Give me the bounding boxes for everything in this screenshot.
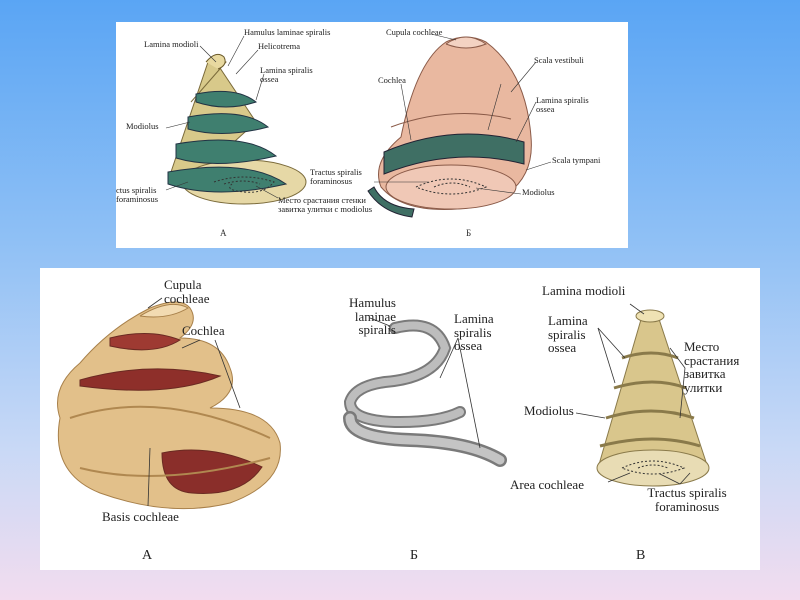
label-cupula-cochleae: Cupula cochleae — [164, 277, 210, 306]
label-helicotrema: Helicotrema — [258, 41, 301, 51]
top-leader-lines — [165, 33, 552, 199]
label-tractus-b: Tractus spiralis foraminosus — [310, 167, 362, 186]
label-modiolus: Modiolus — [524, 403, 574, 418]
letter-b-bottom: Б — [410, 548, 419, 563]
label-lamina-spiralis-ossea-v: Lamina spiralis ossea — [548, 313, 588, 356]
letter-v-bottom: В — [636, 548, 646, 563]
top-figure-drawing — [165, 33, 552, 218]
label-cochlea: Cochlea — [182, 323, 225, 338]
label-lamina-modioli: Lamina modioli — [542, 283, 626, 298]
letter-a-top: A — [220, 228, 227, 238]
label-lamina-modioli: Lamina modioli — [144, 39, 199, 49]
bottom-leader-lines — [147, 297, 691, 507]
modiolus-cone-drawing — [596, 309, 710, 487]
label-area-cochleae: Area cochleae — [510, 477, 584, 492]
label-modiolus: Modiolus — [126, 121, 159, 131]
label-hamulus-laminae-spiralis: Hamulus laminae spiralis — [349, 295, 396, 338]
label-lamina-spiralis-ossea: Lamina spiralis ossea — [454, 311, 494, 354]
label-scala-vestibuli: Scala vestibuli — [534, 55, 584, 65]
label-tractus: ctus spiralis foraminosus — [116, 185, 159, 204]
cochlea-cutaway-drawing — [367, 36, 532, 218]
modiolus-spiral-drawing — [167, 53, 307, 205]
bottom-figure-panel: Cupula cochleae Cochlea Basis cochleae H… — [40, 268, 760, 570]
label-cupula: Cupula cochleae — [386, 27, 443, 37]
label-hamulus: Hamulus laminae spiralis — [244, 27, 331, 37]
label-basis-cochleae: Basis cochleae — [102, 509, 179, 524]
label-lamina-spiralis-ossea-b: Lamina spiralis ossea — [536, 95, 589, 114]
label-mesto-srastaniya: Место срастания завитка улитки — [684, 339, 740, 395]
bottom-figure-drawing — [57, 297, 710, 510]
label-mesto: Место срастания стенки завитка улитки с … — [278, 195, 373, 214]
label-scala-tympani: Scala tympani — [552, 155, 601, 165]
spiral-lamina-drawing — [343, 319, 507, 467]
letter-a-bottom: А — [142, 548, 153, 563]
label-cochlea: Cochlea — [378, 75, 406, 85]
label-tractus-spiralis-foraminosus: Tractus spiralis foraminosus — [647, 485, 727, 514]
top-figure-panel: Lamina modioli Hamulus laminae spiralis … — [116, 22, 628, 248]
letter-b-top: Б — [466, 228, 472, 238]
label-lamina-spiralis-ossea: Lamina spiralis ossea — [260, 65, 313, 84]
cochlea-shell-drawing — [57, 301, 281, 510]
label-modiolus-b: Modiolus — [522, 187, 555, 197]
